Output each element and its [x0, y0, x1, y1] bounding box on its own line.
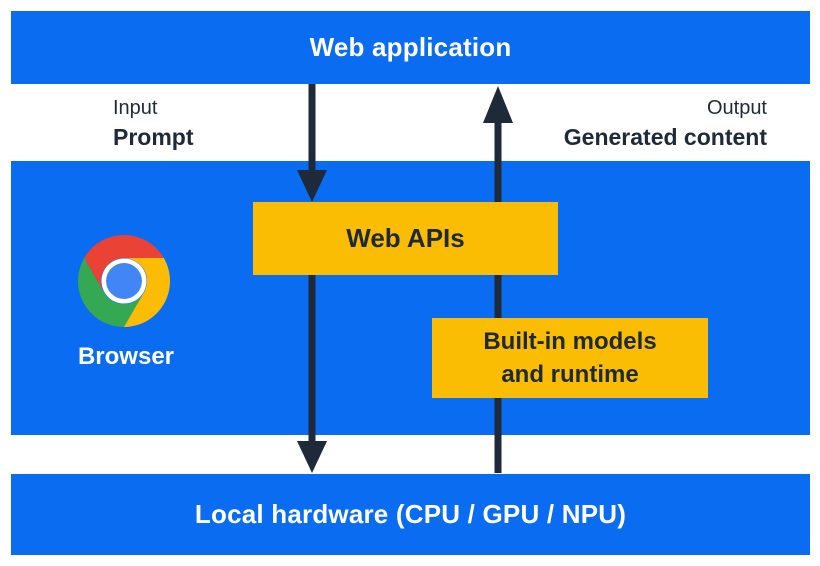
input-labels: Input Prompt	[113, 95, 194, 152]
output-labels: Output Generated content	[564, 95, 767, 152]
web-apis-label: Web APIs	[346, 223, 465, 253]
output-value: Generated content	[563, 124, 767, 150]
builtin-models-line2: and runtime	[501, 361, 639, 388]
chrome-logo-icon	[78, 235, 170, 327]
input-value: Prompt	[113, 124, 194, 150]
web-application-label: Web application	[309, 32, 512, 62]
browser-label: Browser	[77, 343, 175, 370]
output-title: Output	[706, 97, 767, 119]
local-hardware-label: Local hardware (CPU / GPU / NPU)	[194, 499, 627, 529]
input-title: Input	[113, 97, 158, 119]
input-down-arrow-icon	[297, 84, 327, 202]
input-down-arrow-lower-icon	[297, 275, 327, 473]
web-application-bar: Web application	[11, 11, 810, 84]
builtin-models-line1: Built-in models	[483, 328, 657, 355]
local-hardware-bar: Local hardware (CPU / GPU / NPU)	[11, 474, 810, 555]
builtin-models-box: Built-in models and runtime	[432, 318, 708, 398]
web-apis-box: Web APIs	[253, 202, 558, 275]
output-up-arrow-icon	[483, 86, 513, 473]
